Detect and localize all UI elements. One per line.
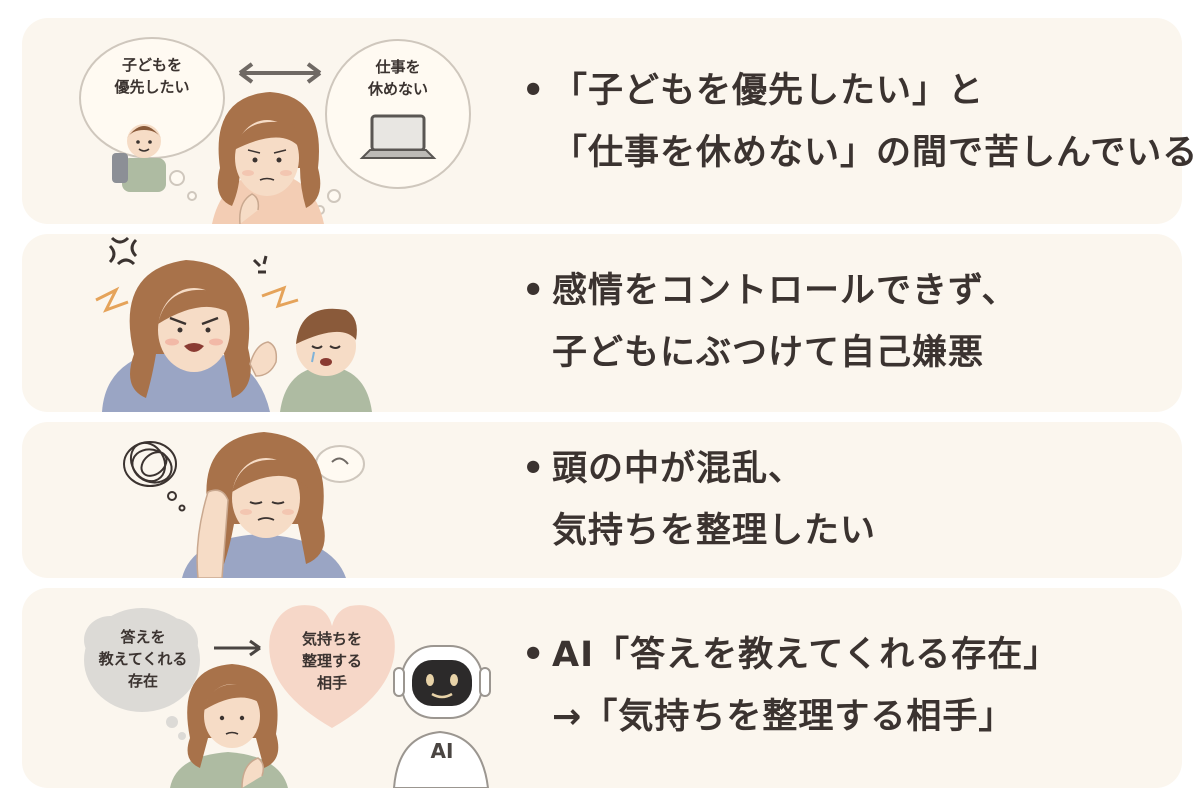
panel-3: •頭の中が混乱、 気持ちを整理したい — [22, 422, 1182, 578]
bullet-line: 「仕事を休めない」の間で苦しんでいる — [552, 133, 1199, 173]
bullet-line: 子どもにぶつけて自己嫌悪 — [552, 333, 985, 373]
robot-label: AI — [430, 739, 454, 763]
child-icon — [112, 124, 166, 192]
bullet-text-1: •「子どもを優先したい」と 「仕事を休めない」の間で苦しんでいる — [522, 60, 1198, 184]
panel-1: 子どもを 優先したい 仕事を 休めない •「子どもを優先したい」と 「仕事を休め… — [22, 18, 1197, 224]
bullet-text-4: •AI「答えを教えてくれる存在」 →「気持ちを整理する相手」 — [522, 624, 1059, 748]
scribble-tangle-icon — [123, 441, 186, 512]
mother-figure — [182, 432, 346, 578]
bullet-line: 気持ちを整理したい — [552, 511, 877, 551]
bullet-icon: • — [522, 271, 546, 311]
thought-text-work: 仕事を 休めない — [350, 56, 446, 100]
bubble-line: 子どもを — [121, 56, 182, 74]
mother-figure — [102, 260, 278, 412]
bubble-line: 仕事を — [375, 58, 421, 76]
confused-mother-illustration — [123, 432, 365, 578]
panel-4: 答えを 教えてくれる 存在 気持ちを 整理する 相手 AI •AI「答えを教えて… — [22, 588, 1182, 788]
gray-cloud-text: 答えを 教えてくれる 存在 — [88, 626, 198, 692]
bullet-icon: • — [522, 71, 546, 111]
bullet-line: 「子どもを優先したい」と — [552, 71, 985, 111]
mother-figure — [170, 664, 288, 788]
robot-icon — [392, 645, 491, 788]
panel-2: •感情をコントロールできず、 子どもにぶつけて自己嫌悪 — [22, 234, 1182, 412]
bubble-line: 答えを — [120, 628, 166, 646]
bubble-line: 教えてくれる — [98, 650, 188, 668]
bullet-line: →「気持ちを整理する相手」 — [552, 697, 1015, 737]
gray-thought-cloud — [84, 608, 200, 740]
bullet-text-3: •頭の中が混乱、 気持ちを整理したい — [522, 438, 876, 562]
bubble-line: 気持ちを — [301, 630, 362, 648]
shout-lines-icon — [95, 285, 299, 313]
double-arrow-icon — [238, 62, 322, 84]
thought-cloud-left — [79, 37, 225, 201]
anger-mark-icon — [108, 236, 268, 274]
bullet-line: AI「答えを教えてくれる存在」 — [552, 635, 1060, 675]
ai-shift-illustration — [84, 605, 491, 788]
bullet-text-2: •感情をコントロールできず、 子どもにぶつけて自己嫌悪 — [522, 260, 1018, 384]
bullet-line: 頭の中が混乱、 — [552, 449, 805, 489]
heart-bubble — [269, 605, 395, 728]
heart-bubble-text: 気持ちを 整理する 相手 — [282, 628, 382, 694]
thought-text-child-priority: 子どもを 優先したい — [100, 54, 204, 98]
bubble-line: 優先したい — [114, 78, 190, 96]
angry-mother-illustration — [95, 236, 372, 412]
bubble-line: 相手 — [316, 674, 347, 692]
bullet-icon: • — [522, 635, 546, 675]
arrow-right-icon — [214, 639, 261, 657]
bubble-line: 休めない — [367, 80, 428, 98]
mother-figure — [212, 92, 324, 224]
bubble-line: 存在 — [127, 672, 158, 690]
laptop-icon — [359, 114, 437, 159]
dilemma-illustration — [79, 37, 471, 224]
bullet-line: 感情をコントロールできず、 — [552, 271, 1018, 311]
bubble-line: 整理する — [301, 652, 362, 670]
bullet-icon: • — [522, 449, 546, 489]
crying-child-figure — [280, 308, 372, 412]
thought-cloud-small — [315, 445, 365, 483]
